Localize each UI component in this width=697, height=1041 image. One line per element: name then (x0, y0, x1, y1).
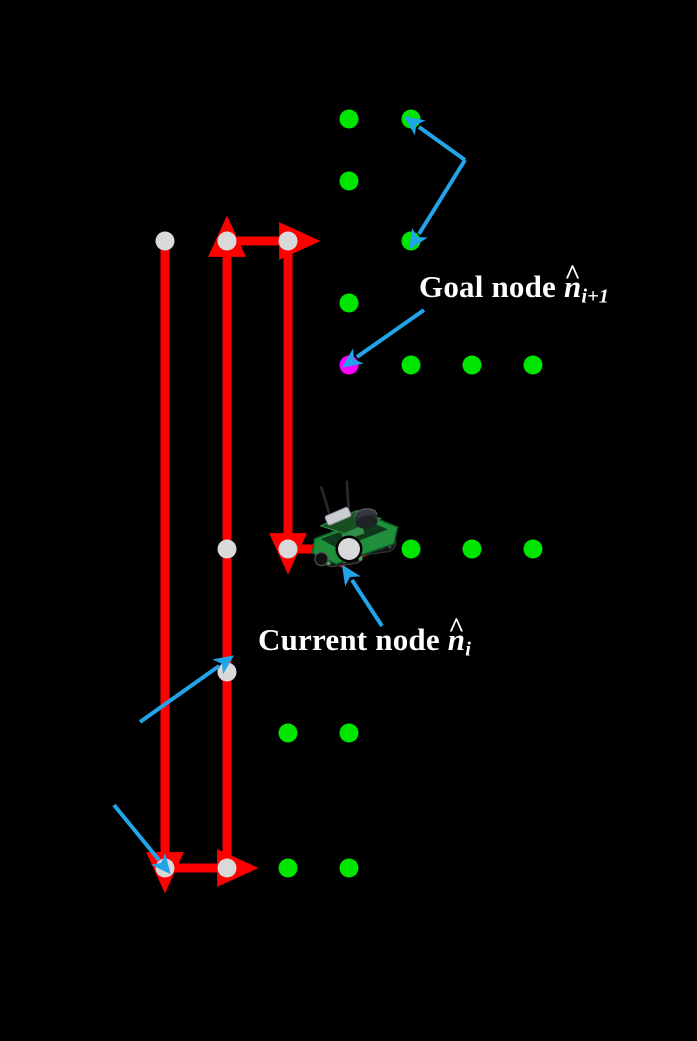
free-node (339, 171, 359, 191)
goal-node-group (339, 355, 359, 375)
visited-node (278, 231, 298, 251)
free-node (339, 858, 359, 878)
robot-cylinder-base (355, 516, 378, 529)
annotation-arrow-group (112, 116, 467, 875)
free-node (401, 109, 421, 129)
robot-body (311, 480, 399, 568)
goal-node-label-symbol-letter: n (563, 269, 582, 304)
current-node-label-symbol-letter: n (447, 622, 466, 657)
arrow-to-free-node-top (404, 116, 467, 162)
visited-node (217, 858, 237, 878)
goal-node-label-subscript: i+1 (581, 285, 609, 308)
visited-node (217, 662, 237, 682)
current-node-label-hat-accent: ^ (448, 613, 465, 645)
goal-node-label-symbol: n^ (563, 262, 582, 304)
current-node-label-text: Current node (258, 622, 448, 657)
arrow-to-visited-node-mid (138, 655, 235, 724)
free-node-group (278, 109, 543, 878)
goal-node (339, 355, 359, 375)
robot-front-roller (314, 551, 329, 567)
free-node (401, 355, 421, 375)
visited-node (155, 858, 175, 878)
arrow-to-free-node-lower (409, 158, 467, 250)
current-node (335, 535, 363, 563)
robot-antenna-left (320, 486, 331, 514)
goal-node-label-hat-accent: ^ (564, 260, 582, 292)
free-node (462, 539, 482, 559)
current-node-label: Current node n^i (258, 615, 471, 661)
goal-node-label: Goal node n^i+1 (419, 262, 609, 308)
arrow-to-goal-node (341, 308, 426, 368)
visited-node (217, 231, 237, 251)
free-node (462, 355, 482, 375)
visited-node (278, 539, 298, 559)
free-node (278, 858, 298, 878)
robot-antenna-right (345, 480, 350, 509)
free-node (401, 539, 421, 559)
visited-node (217, 539, 237, 559)
current-node-marker (338, 538, 360, 560)
free-node (339, 109, 359, 129)
mobile-robot-icon (311, 480, 399, 568)
free-node (523, 539, 543, 559)
free-node (523, 355, 543, 375)
visited-node (155, 231, 175, 251)
goal-node-label-text: Goal node (419, 269, 564, 304)
free-node (339, 723, 359, 743)
current-node-label-symbol: n^ (447, 615, 466, 657)
free-node (278, 723, 298, 743)
robot-sensor-module (324, 506, 352, 526)
arrow-to-visited-node-bottom (112, 803, 171, 875)
free-node (401, 231, 421, 251)
arrow-to-current-node (341, 564, 384, 628)
free-node (339, 293, 359, 313)
current-node-label-subscript: i (465, 638, 471, 661)
